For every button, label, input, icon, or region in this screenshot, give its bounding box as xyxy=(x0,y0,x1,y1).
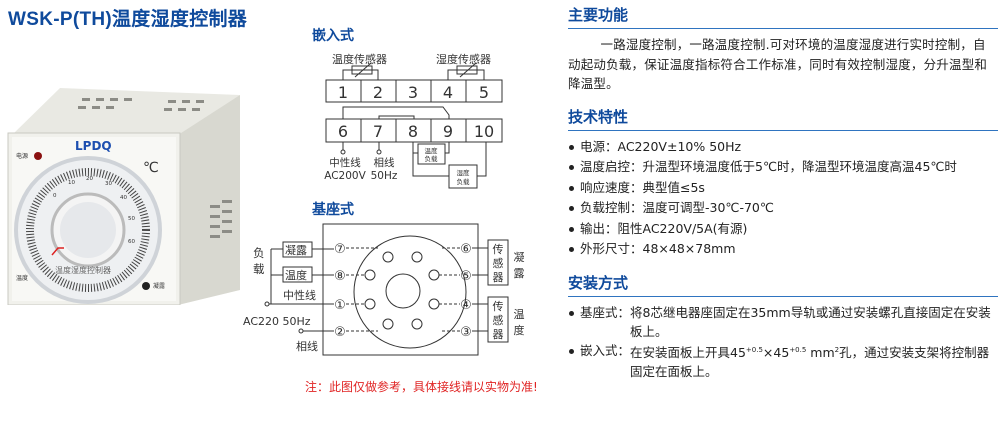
specs-heading: 技术特性 xyxy=(568,102,998,131)
power-indicator xyxy=(34,152,42,160)
temp-load-label: 负载 xyxy=(425,154,439,163)
condense-label: 露 xyxy=(514,267,525,280)
temp-sensor-label: 温度传感器 xyxy=(332,52,387,66)
install-text-part: 孔，通过安装支架将控制器固定在面板上。 xyxy=(630,344,990,379)
terminal: 5 xyxy=(479,83,489,102)
scale-tick: 40 xyxy=(120,195,127,201)
install-item-base: 基座式：将8芯继电器座固定在35mm导轨或通过安装螺孔直接固定在安装板上。 xyxy=(568,303,998,341)
scale-tick: 10 xyxy=(68,180,75,186)
temp-label: 度 xyxy=(514,323,525,337)
install-key: 嵌入式： xyxy=(580,342,631,358)
scale-tick: 30 xyxy=(105,181,112,187)
humid-sensor-label: 湿度传感器 xyxy=(436,52,491,66)
terminal: 3 xyxy=(408,83,418,102)
scale-tick: 50 xyxy=(128,216,135,222)
wiring-diagrams: 嵌入式 温度传感器 湿度传感器 1 2 3 4 5 6 7 8 9 10 中性线… xyxy=(243,27,525,356)
install-key: 基座式： xyxy=(580,304,631,320)
pin: ⑦ xyxy=(334,242,346,257)
specs-list: 电源：AC220V±10% 50Hz 温度启控：升温型环境温度低于5℃时，降温型… xyxy=(568,137,998,260)
neutral-label: 中性线 xyxy=(329,156,361,169)
embedded-heading: 嵌入式 xyxy=(312,27,354,44)
install-text-part: 在安装面板上开具45 xyxy=(630,344,746,360)
spec-item: 负载控制：温度可调型-30℃-70℃ xyxy=(568,198,998,219)
functions-text: 一路湿度控制，一路温度控制.可对环境的温度湿度进行实时控制，自动起动负载，保证温… xyxy=(568,37,988,91)
neutral-label: 中性线 xyxy=(283,288,316,302)
temp-label: 温度 xyxy=(16,274,28,282)
terminal: 8 xyxy=(408,122,418,141)
terminal: 4 xyxy=(443,83,453,102)
sensor-label: 器 xyxy=(493,271,504,284)
functions-heading: 主要功能 xyxy=(568,0,998,29)
square-superscript: 2 xyxy=(834,345,840,354)
brand-logo: LPDQ xyxy=(75,139,112,153)
install-text: 在安装面板上开具45+0.5×45+0.5 mm2孔，通过安装支架将控制器固定在… xyxy=(630,341,998,381)
product-photo: LPDQ ℃ 电源 温度 凝露 温度湿度控制器 0 10 20 30 40 50… xyxy=(7,88,240,305)
spec-item: 响应速度：典型值≤5s xyxy=(568,178,998,199)
phase-label: 相线 xyxy=(296,339,318,353)
scale-tick: 60 xyxy=(128,239,135,245)
base-heading: 基座式 xyxy=(312,201,354,218)
pin: ⑥ xyxy=(460,242,472,257)
unit-label: ℃ xyxy=(143,160,159,176)
tolerance: +0.5 xyxy=(745,345,763,354)
pin: ⑧ xyxy=(334,269,346,284)
phase-label: 相线 xyxy=(374,156,395,169)
panel-label: 温度湿度控制器 xyxy=(55,265,111,275)
power-label: 电源 xyxy=(16,152,28,160)
pin: ④ xyxy=(460,298,472,313)
tolerance: +0.5 xyxy=(789,345,807,354)
humid-load-label: 湿度 xyxy=(457,168,471,177)
scale-tick: 0 xyxy=(53,193,57,199)
install-text: 将8芯继电器座固定在35mm导轨或通过安装螺孔直接固定在安装板上。 xyxy=(630,304,991,339)
scale-tick: 20 xyxy=(86,176,93,182)
temp-label: 温 xyxy=(514,308,525,321)
sensor-label: 传 xyxy=(493,300,504,313)
install-text-part: ×45 xyxy=(762,344,790,360)
install-text-part: mm xyxy=(806,344,835,360)
spec-item: 输出：阻性AC220V/5A(有源) xyxy=(568,219,998,240)
spec-column: 主要功能 一路湿度控制，一路温度控制.可对环境的温度湿度进行实时控制，自动起动负… xyxy=(568,0,998,389)
terminal: 7 xyxy=(373,122,383,141)
pin: ② xyxy=(334,325,346,340)
pin: ① xyxy=(334,298,346,313)
load-label: 载 xyxy=(253,262,265,276)
freq-label: 50Hz xyxy=(371,170,398,182)
humid-load-label: 负载 xyxy=(457,177,471,186)
load-label: 负 xyxy=(253,246,265,260)
wiring-note: 注：此图仅做参考，具体接线请以实物为准! xyxy=(305,380,538,394)
sensor-label: 器 xyxy=(493,328,504,341)
spec-item: 温度启控：升温型环境温度低于5℃时，降温型环境温度高温45℃时 xyxy=(568,157,998,178)
install-item-embedded: 嵌入式：在安装面板上开具45+0.5×45+0.5 mm2孔，通过安装支架将控制… xyxy=(568,341,998,381)
spec-item: 电源：AC220V±10% 50Hz xyxy=(568,137,998,158)
pin: ③ xyxy=(460,325,472,340)
sensor-label: 传 xyxy=(493,243,504,256)
terminal: 10 xyxy=(474,122,494,141)
ac-label: AC220 50Hz xyxy=(243,315,311,328)
condense-label: 凝 xyxy=(514,250,525,264)
pin: ⑤ xyxy=(460,269,472,284)
condense-indicator xyxy=(142,282,150,290)
sensor-label: 感 xyxy=(493,257,504,270)
install-heading: 安装方式 xyxy=(568,268,998,297)
page-title: WSK-P(TH)温度湿度控制器 xyxy=(8,9,248,30)
sensor-label: 感 xyxy=(493,314,504,327)
terminal: 2 xyxy=(373,83,383,102)
terminal: 9 xyxy=(443,122,453,141)
temp-load-label: 温度 xyxy=(425,146,439,155)
condense-label: 凝露 xyxy=(153,282,165,290)
temp-load-box: 温度 xyxy=(285,268,307,282)
spec-item: 外形尺寸：48×48×78mm xyxy=(568,239,998,260)
condense-load-box: 凝露 xyxy=(285,243,307,257)
install-list: 基座式：将8芯继电器座固定在35mm导轨或通过安装螺孔直接固定在安装板上。 嵌入… xyxy=(568,303,998,381)
ac-label: AC200V xyxy=(324,170,366,182)
terminal: 6 xyxy=(338,122,348,141)
terminal: 1 xyxy=(338,83,348,102)
